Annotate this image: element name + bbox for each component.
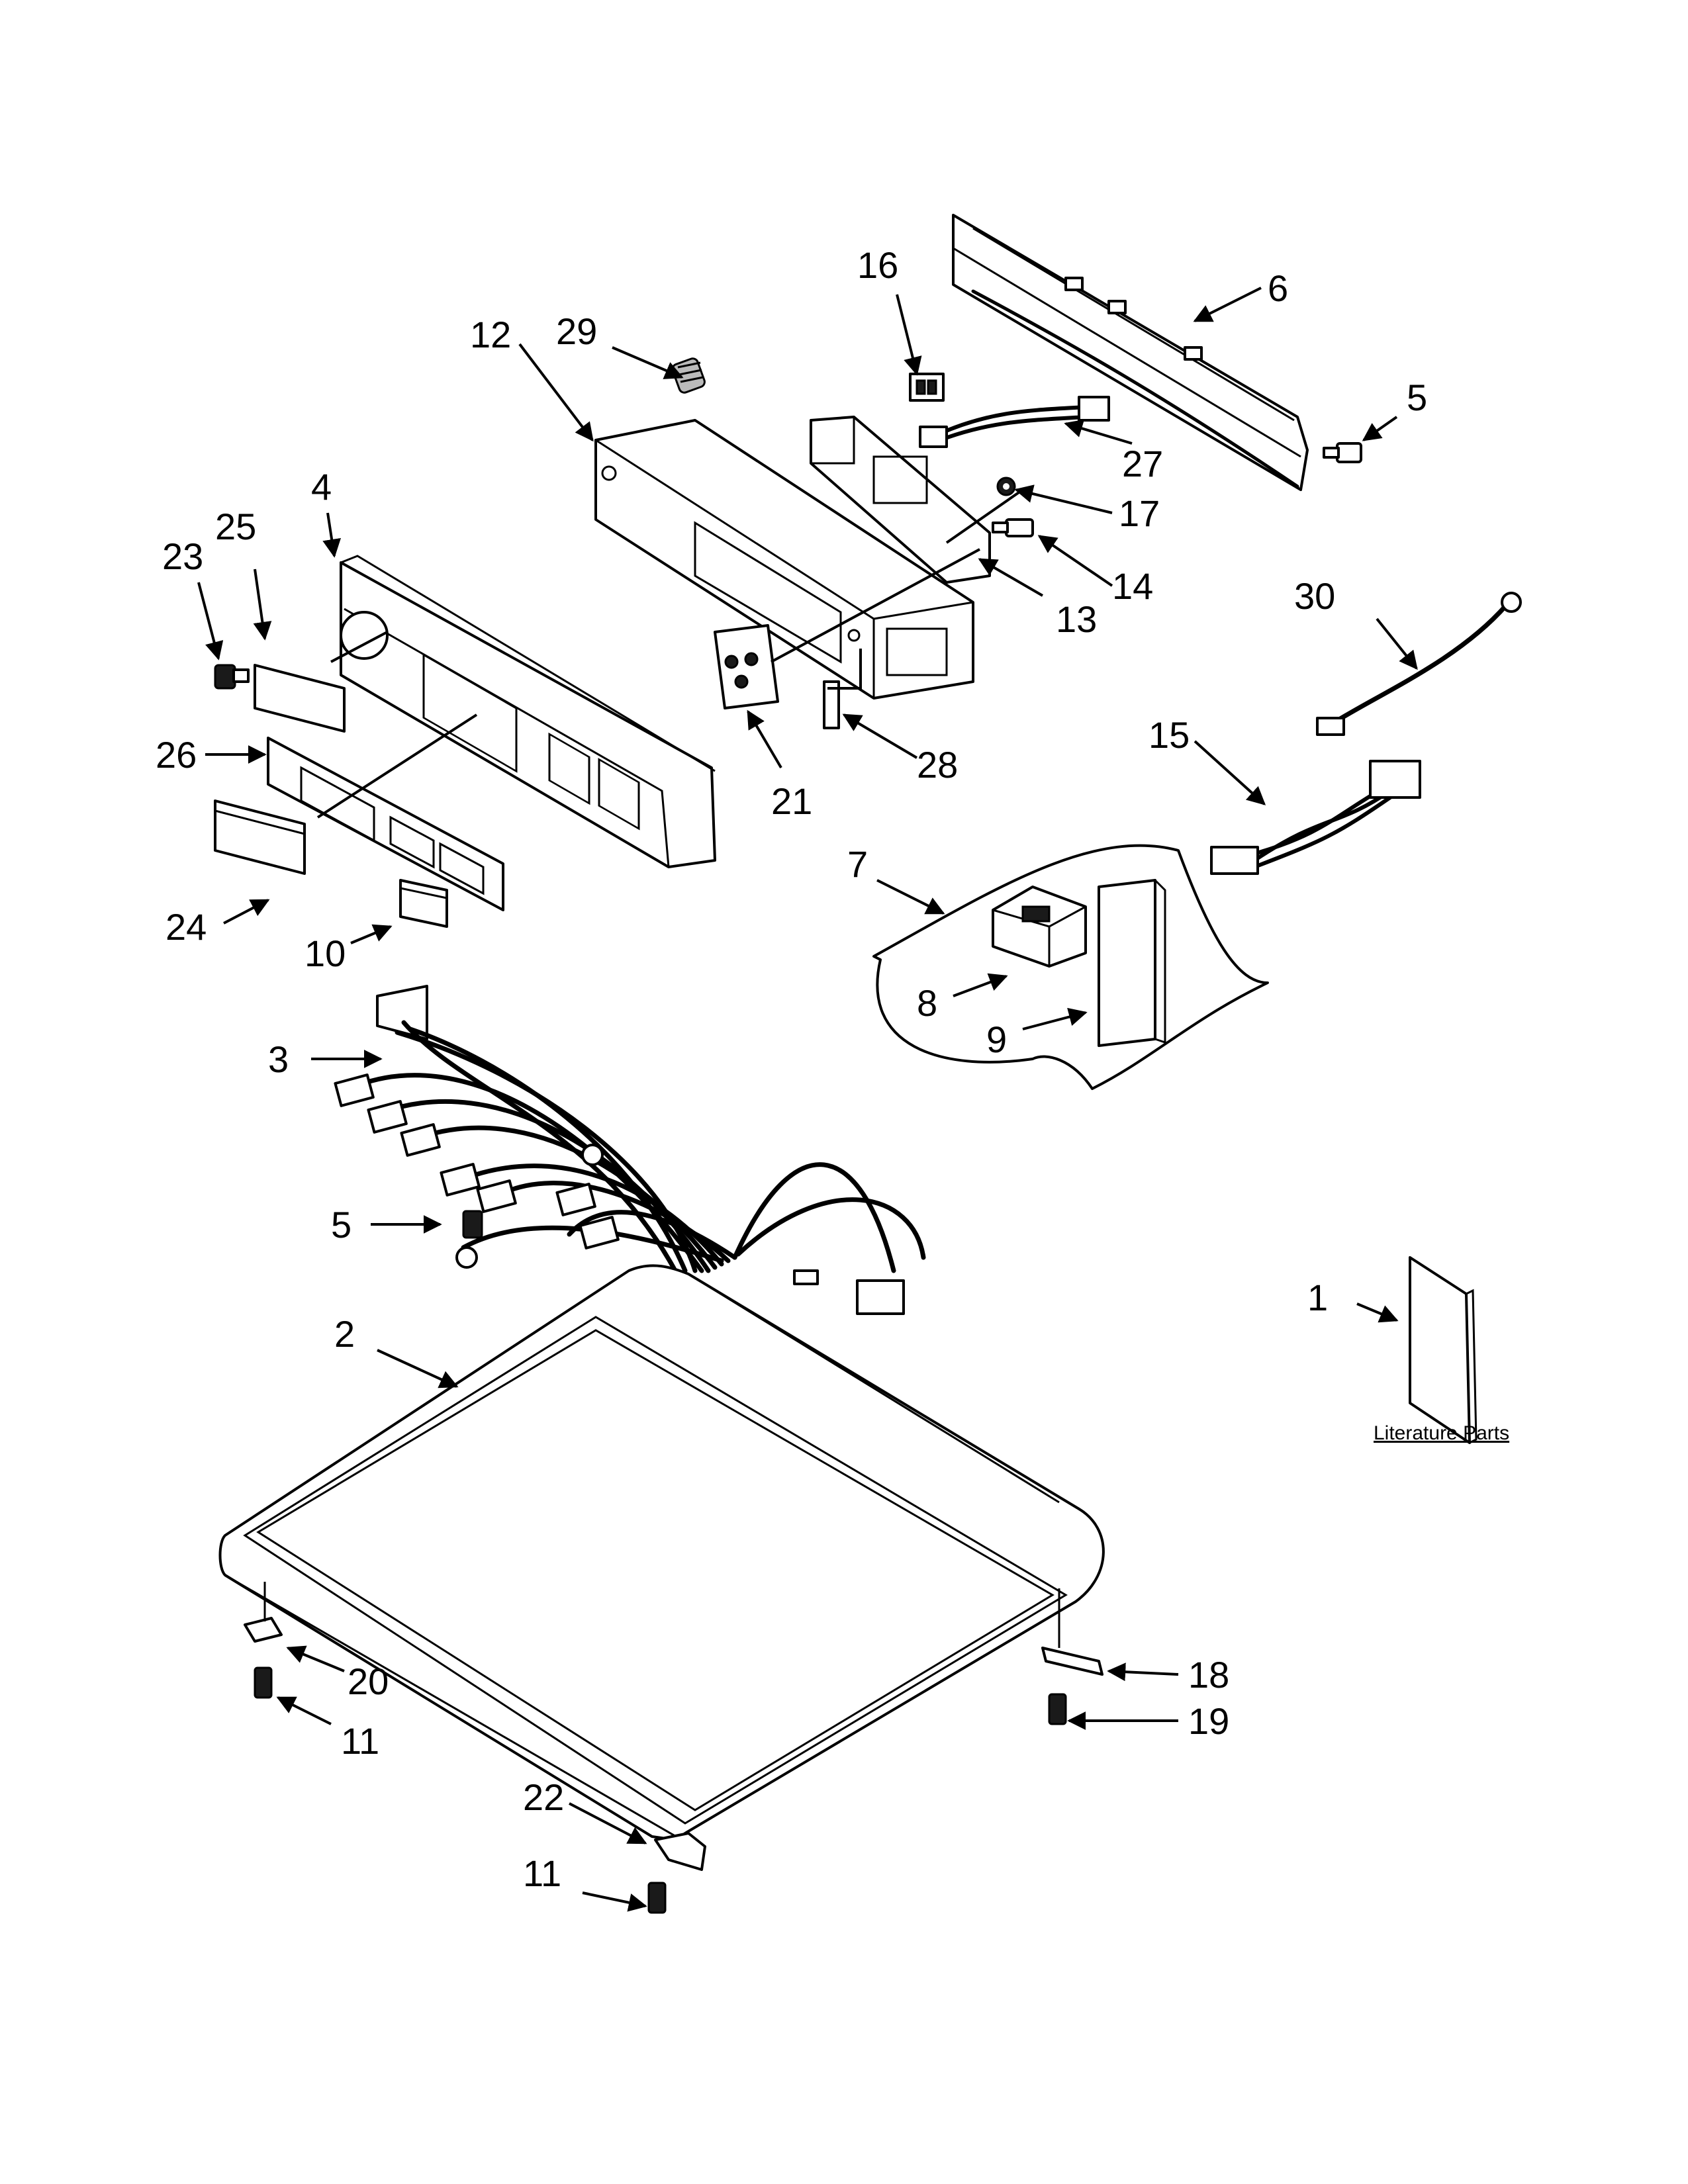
- callout-5-upper: 5: [1407, 377, 1427, 418]
- callout-3: 3: [268, 1038, 289, 1080]
- part-5-screw-upper: [1323, 442, 1362, 463]
- callout-16: 16: [857, 244, 898, 286]
- callout-24: 24: [165, 906, 207, 948]
- callout-19: 19: [1188, 1700, 1229, 1742]
- literature-parts-label: Literature Parts: [1374, 1422, 1509, 1444]
- callout-17: 17: [1119, 492, 1160, 534]
- part-30-ground-wire: [1316, 592, 1522, 736]
- callout-20: 20: [348, 1661, 389, 1702]
- part-27-harness: [919, 396, 1110, 448]
- callout-7: 7: [847, 843, 868, 885]
- callout-21: 21: [771, 780, 812, 822]
- part-28-bracket: [823, 680, 840, 729]
- part-5-screw-lower: [462, 1210, 483, 1239]
- part-2-top: [218, 1264, 1105, 1841]
- callout-12: 12: [470, 314, 511, 355]
- callout-25: 25: [215, 506, 256, 547]
- part-15-harness: [1210, 760, 1421, 875]
- part-29-spring: [671, 357, 706, 394]
- assembly-leader-lines: [316, 488, 1024, 819]
- part-25-label: [254, 664, 346, 733]
- part-21-encoder: [714, 624, 779, 709]
- callout-arrows: [197, 287, 1418, 1912]
- part-13-control-board: [810, 416, 991, 584]
- callout-23: 23: [162, 535, 203, 577]
- part-22-hinge-front: [654, 1832, 706, 1871]
- part-16-connector: [909, 373, 945, 402]
- callout-15: 15: [1149, 714, 1190, 756]
- part-3-main-harness: [334, 985, 926, 1315]
- callout-28: 28: [917, 744, 958, 786]
- callout-2: 2: [334, 1313, 355, 1355]
- part-11-screw-left: [254, 1666, 273, 1699]
- part-7-sheet: [872, 844, 1269, 1090]
- callout-5-lower: 5: [331, 1204, 352, 1246]
- part-10-insert: [399, 879, 448, 928]
- callout-10: 10: [305, 933, 346, 974]
- part-23-screw: [214, 664, 250, 690]
- callout-11-left: 11: [341, 1720, 379, 1762]
- callout-labels: 1 2 3 4 5 5 6 7 8 9 10 11 11 12 13 14 15…: [156, 244, 1509, 1894]
- callout-1: 1: [1307, 1277, 1328, 1318]
- part-4-console: [340, 555, 716, 868]
- part-24-insert: [214, 799, 306, 875]
- callout-30: 30: [1294, 575, 1335, 617]
- callout-11-front: 11: [523, 1852, 561, 1894]
- callout-9: 9: [986, 1019, 1007, 1060]
- callout-6: 6: [1268, 267, 1288, 309]
- callout-27: 27: [1122, 443, 1163, 484]
- part-18-hinge-right: [1041, 1588, 1103, 1676]
- part-17-nut: [996, 477, 1016, 496]
- part-11-screw-front: [647, 1882, 667, 1914]
- callout-29: 29: [556, 310, 597, 352]
- callout-4: 4: [311, 466, 332, 508]
- callout-26: 26: [156, 734, 197, 776]
- part-20-hinge-left: [244, 1582, 283, 1643]
- part-19-screw-right: [1048, 1693, 1067, 1725]
- part-14-screw: [992, 518, 1034, 537]
- part-8-module: [992, 886, 1087, 968]
- part-12-console-frame: [594, 419, 974, 700]
- callout-22: 22: [523, 1776, 564, 1818]
- callout-18: 18: [1188, 1654, 1229, 1696]
- callout-8: 8: [917, 982, 937, 1024]
- part-6-rear-bracket: [952, 214, 1309, 491]
- callout-14: 14: [1112, 565, 1153, 607]
- part-26-overlay: [267, 737, 504, 911]
- callout-13: 13: [1056, 598, 1097, 640]
- part-1-literature: [1409, 1256, 1477, 1444]
- part-9-panel: [1098, 879, 1166, 1047]
